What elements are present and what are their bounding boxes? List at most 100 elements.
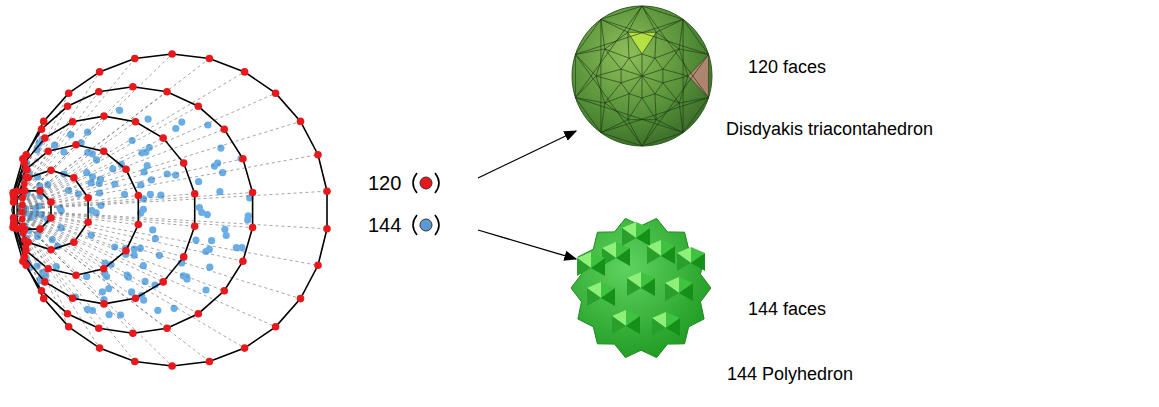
red-dot	[163, 88, 171, 96]
caption-label: Disdyakis triacontahedron	[726, 119, 933, 140]
polyhedron-edge	[642, 120, 656, 146]
polyhedron-edge	[596, 69, 621, 76]
red-dot	[72, 271, 80, 279]
ring-polygon	[13, 116, 194, 304]
parenthesis	[435, 173, 439, 193]
polyhedron-edge	[596, 76, 621, 83]
projection-ray	[12, 210, 104, 269]
polyhedron-edge	[621, 83, 629, 94]
ring-polygon	[14, 191, 52, 229]
projection-ray	[12, 210, 276, 327]
polyhedron-edge	[642, 32, 656, 54]
polyhedron-edge	[642, 98, 656, 120]
red-dot	[38, 287, 46, 295]
red-dot	[70, 238, 78, 246]
red-dot	[241, 344, 249, 352]
red-dot	[84, 219, 92, 227]
blue-dot	[196, 204, 203, 211]
polyhedron-edge	[679, 103, 683, 133]
red-dot	[72, 141, 80, 149]
projection-ray	[12, 210, 184, 257]
parenthesis	[413, 173, 417, 193]
polyhedron-edge	[708, 54, 709, 97]
projection-ray	[12, 210, 318, 265]
polyhedron-facet	[627, 278, 641, 296]
blue-dot	[164, 170, 171, 177]
red-dot	[159, 278, 167, 286]
polyhedron-facet	[616, 248, 630, 266]
blue-dot	[129, 137, 136, 144]
blue-dot	[202, 286, 209, 293]
red-dot	[69, 294, 77, 302]
polyhedron-edge	[601, 19, 628, 32]
projection-diagram	[9, 50, 330, 370]
blue-dot	[145, 116, 152, 123]
polyhedron-edge	[629, 54, 642, 58]
projection-ray	[12, 93, 69, 210]
projection-ray	[12, 159, 243, 210]
parenthesis	[413, 215, 417, 235]
polyhedron-edge	[575, 54, 596, 76]
polyhedron-edge	[655, 32, 656, 58]
polyhedron-edge	[596, 49, 605, 76]
polyhedron-edge	[683, 98, 709, 133]
caption-label: 144 Polyhedron	[727, 364, 853, 385]
projection-ray	[12, 202, 51, 210]
ring-polygon	[14, 145, 139, 275]
red-dot	[21, 237, 28, 244]
polyhedron-edge	[601, 103, 605, 133]
blue-dot	[208, 237, 215, 244]
red-dot	[21, 187, 29, 195]
polyhedron-edge	[662, 69, 663, 83]
polyhedron-edge	[601, 19, 709, 54]
blue-dot	[60, 149, 67, 156]
red-dot	[122, 166, 130, 174]
polyhedron-edge	[629, 94, 642, 98]
red-dot	[100, 112, 108, 120]
projection-ray	[12, 138, 163, 210]
blue-dot	[96, 189, 103, 196]
red-dot	[41, 278, 49, 286]
count-label: 120	[368, 172, 401, 195]
legend-swatch	[420, 177, 432, 189]
polyhedron-edge	[642, 69, 663, 76]
ring-polygon	[14, 170, 88, 250]
blue-dot	[172, 125, 179, 132]
projection-ray	[12, 155, 318, 210]
red-dot	[22, 166, 30, 174]
polyhedron-facet	[626, 316, 640, 334]
polyhedron-edge	[600, 19, 601, 132]
red-dot	[64, 103, 72, 111]
red-dot	[47, 214, 55, 222]
red-dot	[96, 344, 104, 352]
polyhedron-facet	[591, 258, 605, 276]
legend-item: 120	[368, 170, 447, 196]
polyhedron-edge	[605, 83, 621, 103]
polyhedron-144-image	[571, 218, 711, 357]
red-dot	[249, 224, 257, 232]
blue-dot	[117, 311, 124, 318]
projection-ray	[12, 210, 209, 362]
red-dot	[65, 89, 73, 97]
blue-dot	[89, 307, 96, 314]
red-dot	[131, 358, 139, 366]
red-dot	[206, 358, 214, 366]
red-dot	[314, 151, 322, 159]
red-dot	[297, 295, 305, 303]
red-dot	[241, 68, 249, 76]
ring-polygon	[17, 54, 327, 366]
blue-dot	[89, 150, 96, 157]
projection-ray	[12, 163, 184, 210]
polyhedron-facet	[652, 318, 666, 336]
projection-ray	[12, 210, 224, 291]
red-dot	[19, 209, 26, 216]
blue-dot	[178, 119, 185, 126]
red-dot	[131, 55, 139, 63]
red-dot	[44, 265, 52, 273]
blue-dot	[157, 192, 164, 199]
polyhedron-edge	[688, 76, 709, 98]
projection-ray	[12, 191, 327, 210]
polyhedron-edge	[642, 54, 655, 58]
polyhedron-edge	[575, 54, 642, 146]
polyhedron-edge	[655, 83, 663, 94]
